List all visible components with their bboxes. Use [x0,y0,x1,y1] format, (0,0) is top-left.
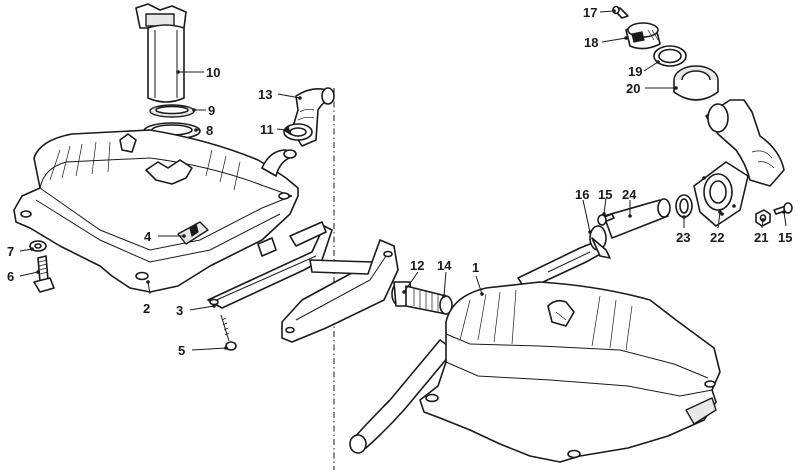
callout-20-label: 20 [626,81,640,96]
callout-10-label: 10 [206,65,220,80]
small-fuel-tank [13,129,299,293]
filler-seal-ring [653,45,687,67]
callout-15-right-label: 15 [778,230,792,245]
callout-10: 10 [176,65,220,80]
filler-hose [603,198,671,239]
filler-neck [705,99,785,187]
callout-4-label: 4 [144,229,152,244]
callout-20: 20 [626,81,678,96]
callout-1: 1 [472,260,484,296]
callout-22-label: 22 [710,230,724,245]
callout-11-label: 11 [260,122,274,137]
callout-15-right: 15 [778,210,792,245]
callout-15-upper-label: 15 [598,187,612,202]
callout-7-label: 7 [7,244,14,259]
callout-2: 2 [143,280,151,316]
callout-13: 13 [258,87,302,102]
bolt-right [773,202,793,215]
callout-23: 23 [676,215,690,245]
callout-3: 3 [176,303,216,318]
mounting-clip [177,221,209,245]
nut [755,209,771,227]
callout-6: 6 [7,269,40,284]
callout-9: 9 [192,103,215,118]
callout-14-label: 14 [437,258,452,273]
centre-bracket [281,239,399,343]
filler-cap [625,22,661,50]
callout-8-label: 8 [206,123,213,138]
main-fuel-tank [419,281,721,463]
hose-clamp [283,123,313,141]
callout-21: 21 [754,218,768,245]
callout-4: 4 [144,229,186,244]
callout-8: 8 [194,123,213,138]
callout-2-label: 2 [143,301,150,316]
callout-19: 19 [628,60,660,79]
bolt-upper [597,213,615,226]
callout-5-label: 5 [178,343,185,358]
washer [29,240,47,252]
callout-13-label: 13 [258,87,272,102]
pipe-stub [405,285,453,315]
callout-12: 12 [402,258,424,294]
bolt [33,255,55,293]
callout-12-label: 12 [410,258,424,273]
screw [220,314,237,351]
callout-1-label: 1 [472,260,479,275]
callout-18: 18 [584,35,628,50]
callout-17: 17 [583,5,616,20]
fuel-pump [135,3,187,103]
callout-6-label: 6 [7,269,14,284]
o-ring [675,194,693,218]
pump-seal [149,104,195,118]
tank-bracket [207,221,333,309]
callout-24: 24 [622,187,637,218]
callout-3-label: 3 [176,303,183,318]
callout-14: 14 [437,258,452,298]
callout-9-label: 9 [208,103,215,118]
filler-hose-clamp [589,225,611,259]
callout-17-label: 17 [583,5,597,20]
callout-15-upper: 15 [598,187,612,216]
filler-flange [693,161,749,227]
callout-11: 11 [260,122,288,137]
callout-5: 5 [178,343,228,358]
callout-16-label: 16 [575,187,589,202]
callout-23-label: 23 [676,230,690,245]
callout-18-label: 18 [584,35,598,50]
callout-16: 16 [575,187,592,234]
callout-21-label: 21 [754,230,768,245]
filler-neck-ring [673,65,719,101]
callout-24-label: 24 [622,187,637,202]
callout-19-label: 19 [628,64,642,79]
callout-22: 22 [710,210,724,245]
callout-7: 7 [7,244,34,259]
